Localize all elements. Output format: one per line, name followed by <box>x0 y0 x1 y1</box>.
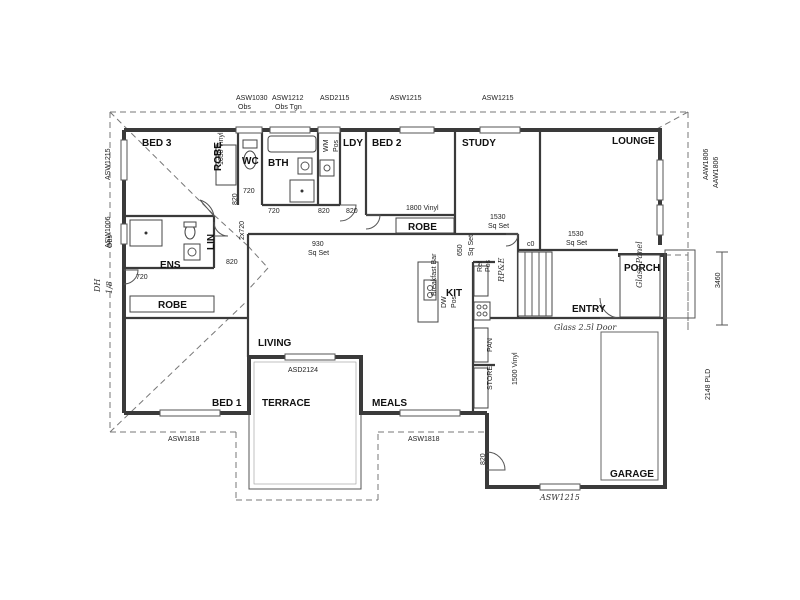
cooktop-icon <box>473 301 491 321</box>
room-garage: GARAGE <box>610 469 654 480</box>
room-study: STUDY <box>462 138 496 149</box>
store-shelves <box>473 367 489 409</box>
robe-bed1-label: ROBE <box>158 300 187 311</box>
note-dw: DW <box>441 296 448 308</box>
room-bed2: BED 2 <box>372 138 402 149</box>
note-sq930: 930 <box>312 241 324 248</box>
note-d820a: 820 <box>232 193 239 205</box>
note-d820e: 820 <box>480 453 487 465</box>
pantry-shelves <box>473 327 489 363</box>
note-ref: Ref <box>477 261 484 272</box>
note-dh-hand: DH <box>93 278 102 293</box>
note-sq1530a: 1530 <box>490 214 506 221</box>
window-labels: ASW1030 Obs ASW1212 Obs Tgn ASD2115 ASW1… <box>105 95 720 502</box>
room-entry: ENTRY <box>572 304 606 315</box>
note-sq1530b-unit: Sq Set <box>566 240 587 247</box>
note-door-hand: Glass 2.5l Door <box>554 323 617 332</box>
window-asw1215-left: ASW1215 <box>105 148 112 180</box>
basin-icon <box>297 157 313 175</box>
porch-structure <box>619 249 696 319</box>
room-kit: KIT <box>446 288 462 299</box>
room-terrace: TERRACE <box>262 398 311 409</box>
shower-icon <box>289 179 315 203</box>
room-ldy: LDY <box>343 138 363 149</box>
note-dim3460: 3460 <box>715 272 722 288</box>
note-sq1530b: 1530 <box>568 231 584 238</box>
note-wm-pos: Pos <box>333 139 340 152</box>
note-pld: 2148 PLD <box>705 369 712 400</box>
room-lin: LIN <box>206 234 217 250</box>
note-d720a: 720 <box>243 188 255 195</box>
note-porch-hand: Glass Panel <box>635 241 644 288</box>
terrace-slab <box>248 356 362 490</box>
window-asw1215-b: ASW1215 <box>482 95 514 102</box>
window-asw1818-b: ASW1818 <box>408 436 440 443</box>
ens-shower-icon <box>129 219 163 247</box>
window-asw1006: ASW1006 <box>105 216 112 248</box>
room-store: STORE <box>487 366 494 390</box>
note-d820d: 820 <box>226 259 238 266</box>
notes: 1650 Vinyl 1800 Vinyl 1500 Vinyl 1530 Sq… <box>93 132 722 465</box>
room-ens: ENS <box>160 260 181 271</box>
window-obs2: Obs <box>107 235 114 248</box>
room-bed3: BED 3 <box>142 138 172 149</box>
doors <box>123 199 621 471</box>
window-aaw1806-a: AAW1806 <box>703 149 710 180</box>
stair-icon <box>517 251 553 317</box>
note-wm: WM <box>323 139 330 152</box>
window-asw1215-a: ASW1215 <box>390 95 422 102</box>
note-rpl-hand: RP&E <box>497 257 506 283</box>
window-asd2115: ASD2115 <box>320 95 350 102</box>
garage-slab <box>600 331 659 481</box>
note-ref-pos: Pos <box>485 259 492 272</box>
window-asw1818-a: ASW1818 <box>168 436 200 443</box>
note-d720c: 720 <box>136 274 148 281</box>
window-obs-tgn: Obs Tgn <box>275 104 302 111</box>
note-d720b: 720 <box>268 208 280 215</box>
note-vinyl1500: 1500 Vinyl <box>512 352 519 385</box>
note-dh-frac: 1/8 <box>105 281 114 294</box>
note-breakfast-bar: Breakfast Bar <box>431 253 438 296</box>
room-wc: WC <box>242 156 259 167</box>
window-asw1030: ASW1030 <box>236 95 268 102</box>
robe-bed3-label: ROBE <box>213 142 224 171</box>
window-asd2124: ASD2124 <box>288 367 318 374</box>
note-vinyl1650: 1650 Vinyl <box>218 132 225 165</box>
room-pan: PAN <box>487 338 494 352</box>
ens-basin-icon <box>183 243 201 261</box>
window-asw1212: ASW1212 <box>272 95 304 102</box>
room-bed1: BED 1 <box>212 398 242 409</box>
room-labels: BED 3 ROBE WC BTH LDY BED 2 STUDY LOUNGE… <box>142 136 660 480</box>
fridge-space <box>473 265 489 297</box>
window-aaw1806-b: AAW1806 <box>713 157 720 188</box>
room-bth: BTH <box>268 158 289 169</box>
note-sq650: 650 <box>457 244 464 256</box>
robe-bed2-label: ROBE <box>408 222 437 233</box>
porch-dimension <box>716 251 728 326</box>
laundry-tub-icon <box>319 159 335 177</box>
note-d820b: 820 <box>318 208 330 215</box>
bath-icon <box>267 135 317 153</box>
room-porch: PORCH <box>624 263 660 274</box>
room-meals: MEALS <box>372 398 407 409</box>
robes <box>129 144 455 313</box>
note-sq650-unit: Sq Set <box>468 235 475 256</box>
note-sq1530a-unit: Sq Set <box>488 223 509 230</box>
note-sq930-unit: Sq Set <box>308 250 329 257</box>
toilet-icon <box>242 139 258 170</box>
fixtures <box>129 135 491 409</box>
window-obs1: Obs <box>238 104 251 111</box>
note-d820c: 820 <box>346 208 358 215</box>
ens-toilet-icon <box>183 221 197 240</box>
note-dw-pos: Pos <box>451 295 458 308</box>
room-living: LIVING <box>258 338 292 349</box>
note-d2x720: 2x720 <box>239 221 246 240</box>
windows <box>120 126 664 491</box>
window-asw1215-hand: ASW1215 <box>539 493 580 502</box>
room-lounge: LOUNGE <box>612 136 655 147</box>
note-c0: c0 <box>527 241 535 248</box>
sink-icon <box>423 279 437 301</box>
note-vinyl1800: 1800 Vinyl <box>406 205 439 212</box>
